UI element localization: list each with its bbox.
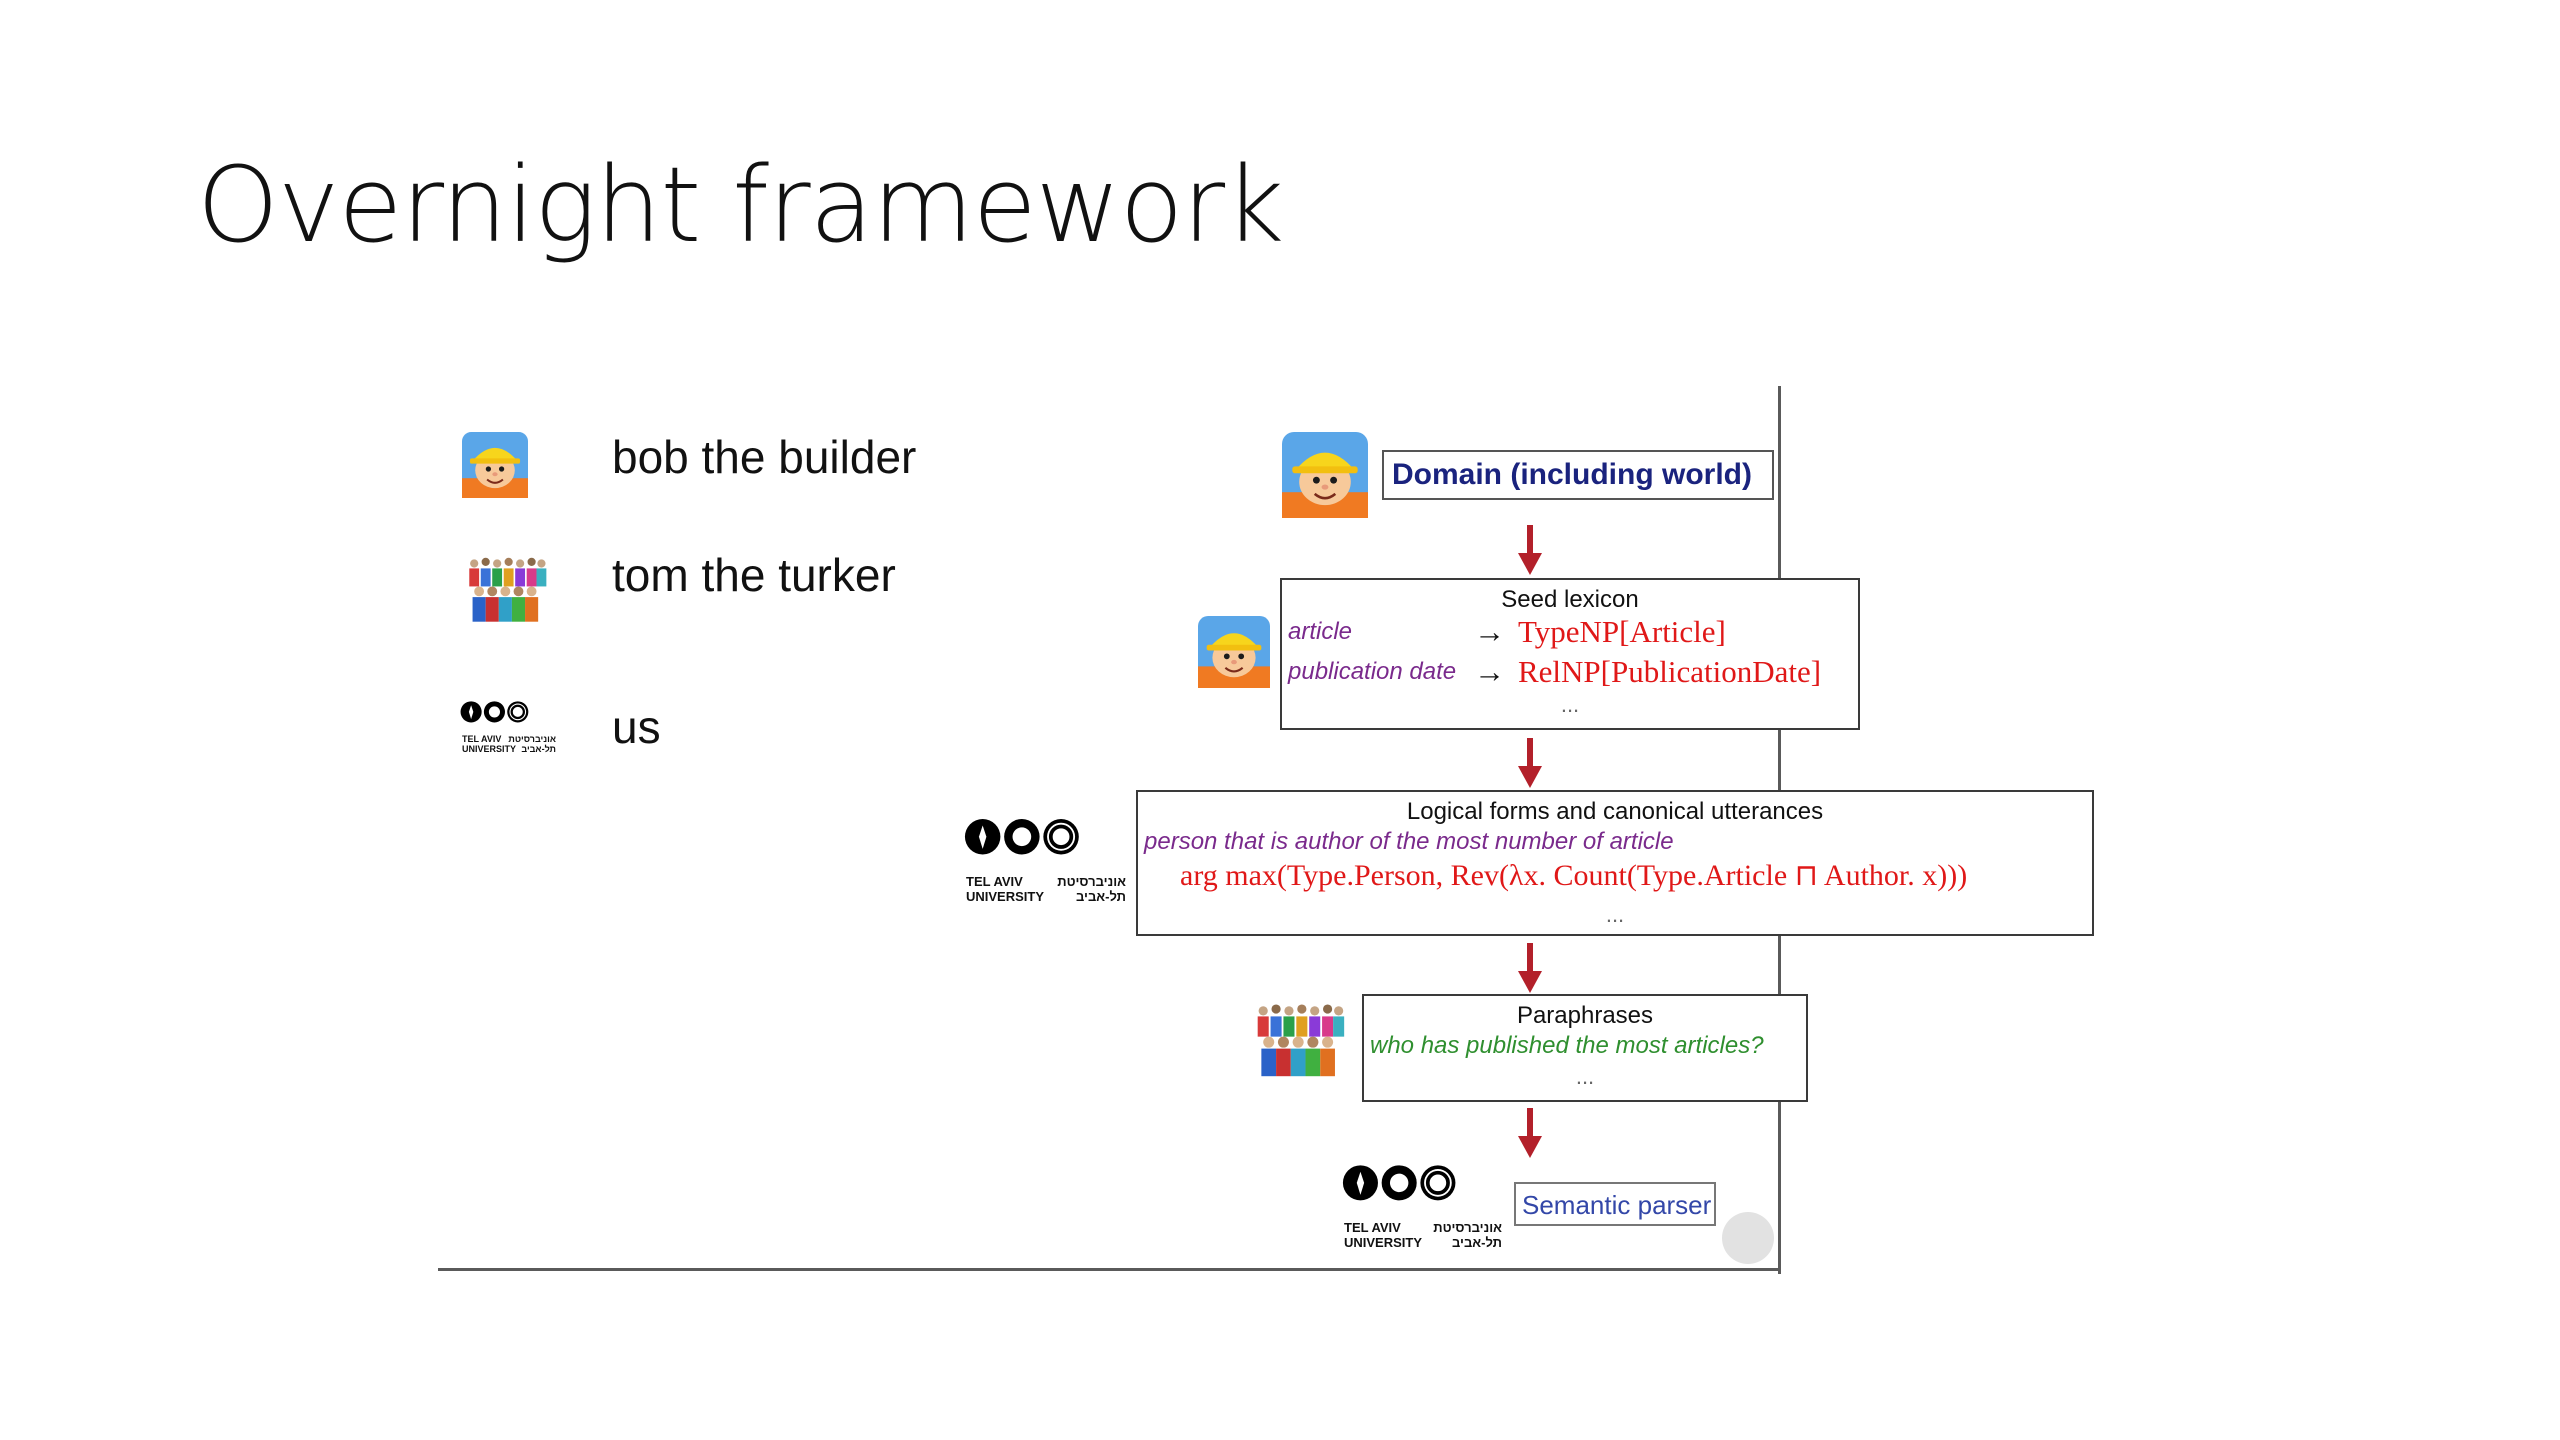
bob-the-builder-icon (462, 432, 528, 498)
domain-box: Domain (including world) (1382, 450, 1774, 500)
paraphrase-utterance: who has published the most articles? (1370, 1032, 1764, 1059)
logical-forms-header: Logical forms and canonical utterances (1406, 798, 1824, 825)
paraphrases-box: Paraphrases who has published the most a… (1362, 994, 1808, 1102)
slide-nav-button[interactable] (1722, 1212, 1774, 1264)
logo-text-en-2: UNIVERSITY (462, 744, 517, 754)
seed-lexicon-header: Seed lexicon (1501, 586, 1639, 613)
logo-text-he-2: תל-אביב (1075, 889, 1126, 904)
seed-phrase-publication-date: publication date (1288, 658, 1457, 685)
logo-text-en-2: UNIVERSITY (966, 889, 1045, 904)
semantic-parser-label: Semantic parser (1522, 1190, 1712, 1220)
logo-text-he-2: תל-אביב (521, 744, 556, 754)
logo-text-en: TEL AVIV (966, 874, 1023, 889)
domain-label: Domain (including world) (1392, 458, 1752, 491)
seed-rule-article: TypeNP[Article] (1518, 614, 1726, 649)
legend-label-bob: bob the builder (612, 431, 917, 483)
logo-text-en: TEL AVIV (1344, 1220, 1401, 1235)
semantic-parser-box: Semantic parser (1514, 1182, 1716, 1226)
seed-ellipsis: ... (1560, 692, 1580, 717)
figure-frame-bottom (438, 1268, 1781, 1271)
crowd-workers-icon (1248, 998, 1352, 1090)
legend-label-us: us (612, 701, 661, 753)
logo-text-en: TEL AVIV (462, 734, 502, 744)
seed-rule-publication-date: RelNP[PublicationDate] (1518, 654, 1822, 689)
crowd-workers-icon (460, 552, 554, 634)
flow-arrow-4 (1518, 1108, 1542, 1158)
seed-lexicon-box: Seed lexicon article → TypeNP[Article] p… (1280, 578, 1860, 730)
logo-text-en-2: UNIVERSITY (1344, 1235, 1423, 1250)
slide-title: Overnight framework (197, 144, 1284, 266)
bob-the-builder-icon (1198, 616, 1270, 688)
bob-the-builder-icon (1282, 432, 1368, 518)
logo-text-he: אוניברסיטת (508, 734, 556, 744)
seed-arrow-2: → (1474, 654, 1505, 689)
seed-arrow-1: → (1474, 614, 1505, 649)
flow-arrow-2 (1518, 738, 1542, 788)
logo-text-he: אוניברסיטת (1057, 874, 1126, 889)
tel-aviv-university-logo: TEL AVIV UNIVERSITY אוניברסיטת תל-אביב (1342, 1164, 1508, 1256)
tel-aviv-university-logo: TEL AVIV UNIVERSITY אוניברסיטת תל-אביב (964, 818, 1132, 910)
tel-aviv-university-logo: TEL AVIV UNIVERSITY אוניברסיטת תל-אביב (460, 700, 560, 756)
logo-text-he: אוניברסיטת (1433, 1220, 1502, 1235)
legend-label-tom: tom the turker (612, 549, 896, 601)
flow-arrow-1 (1518, 525, 1542, 575)
canonical-utterance: person that is author of the most number… (1144, 828, 1674, 855)
seed-phrase-article: article (1288, 618, 1353, 645)
logical-forms-ellipsis: ... (1605, 902, 1625, 927)
flow-arrow-3 (1518, 943, 1542, 993)
paraphrases-header: Paraphrases (1516, 1002, 1654, 1029)
logo-text-he-2: תל-אביב (1451, 1235, 1502, 1250)
paraphrases-ellipsis: ... (1575, 1064, 1595, 1089)
logical-forms-box: Logical forms and canonical utterances p… (1136, 790, 2094, 936)
logical-form-formula: arg max(Type.Person, Rev(λx. Count(Type.… (1180, 859, 1968, 892)
